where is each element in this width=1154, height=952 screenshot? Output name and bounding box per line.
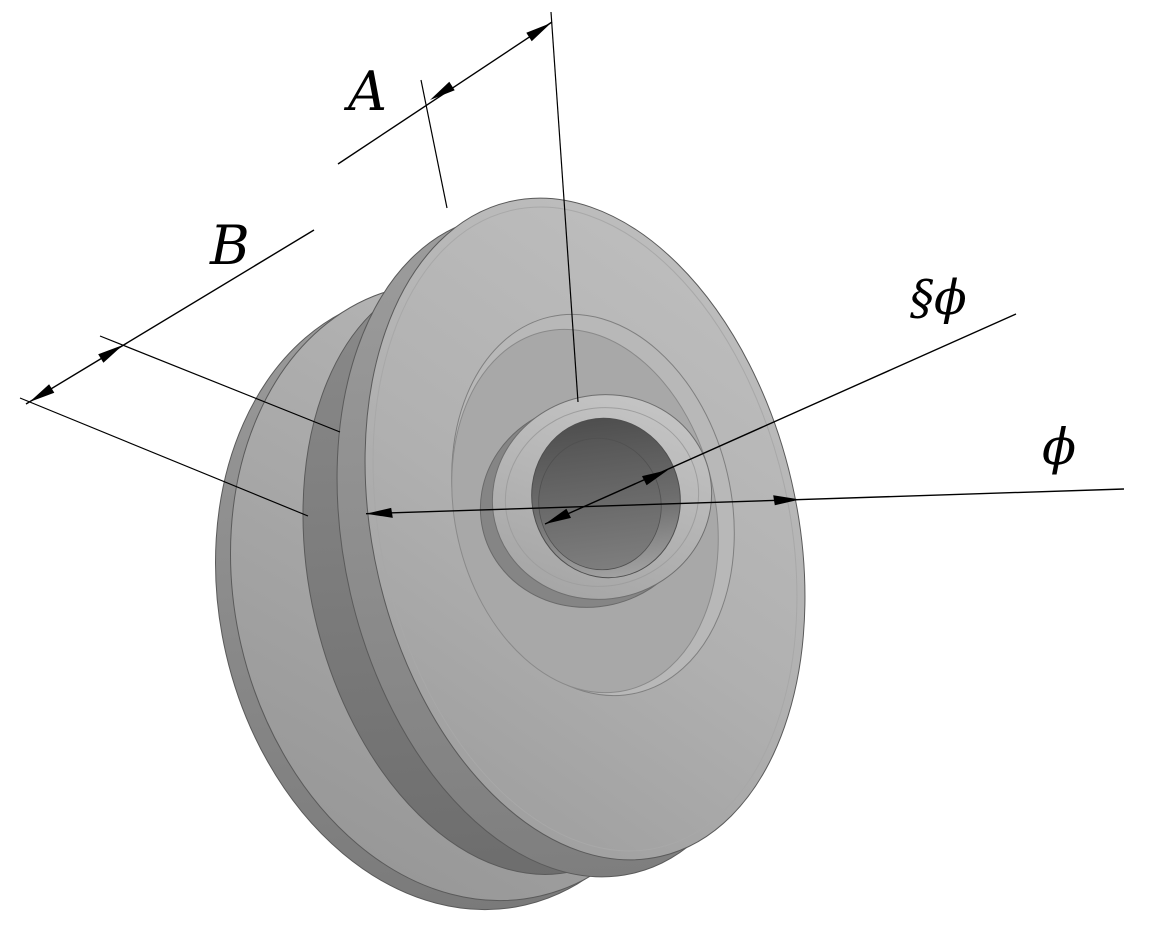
dimension-a: A: [337, 11, 579, 403]
dim-a-label: A: [343, 60, 387, 123]
hub-chamfer-edge: [504, 407, 700, 587]
pulley-body: [215, 197, 806, 911]
dim-b-extension-line-2: [19, 397, 309, 517]
dimension-b: B: [19, 214, 341, 517]
dim-outer-arrowhead-left: [366, 507, 393, 518]
dim-b-extension-line-1: [99, 335, 341, 433]
dim-b-label: B: [209, 214, 250, 277]
dim-b-arrowhead-upper: [98, 345, 123, 363]
dim-a-extension-line-2: [550, 11, 579, 403]
dim-bore-label: §ϕ: [910, 270, 967, 326]
bore-inner-depth: [538, 437, 662, 571]
front-face-chamfer-edge: [372, 206, 798, 852]
dim-a-arrowhead-right: [526, 23, 551, 42]
dimension-bore-diameter: §ϕ: [544, 270, 1017, 525]
dim-b-dimension-line: [25, 229, 315, 405]
dim-outer-dimension-line: [365, 488, 1125, 515]
dim-outer-arrowhead-right: [773, 495, 800, 506]
dim-outer-label: ϕ: [1042, 418, 1076, 476]
dim-a-arrowhead-left: [430, 81, 455, 100]
dim-bore-arrowhead-right: [642, 470, 668, 486]
dim-b-arrowhead-lower: [29, 384, 55, 402]
dim-bore-leader-line: [544, 313, 1017, 525]
dim-a-extension-line-1: [420, 79, 448, 209]
dimension-outer-diameter: ϕ: [365, 418, 1125, 518]
dim-bore-arrowhead-left: [545, 508, 571, 524]
